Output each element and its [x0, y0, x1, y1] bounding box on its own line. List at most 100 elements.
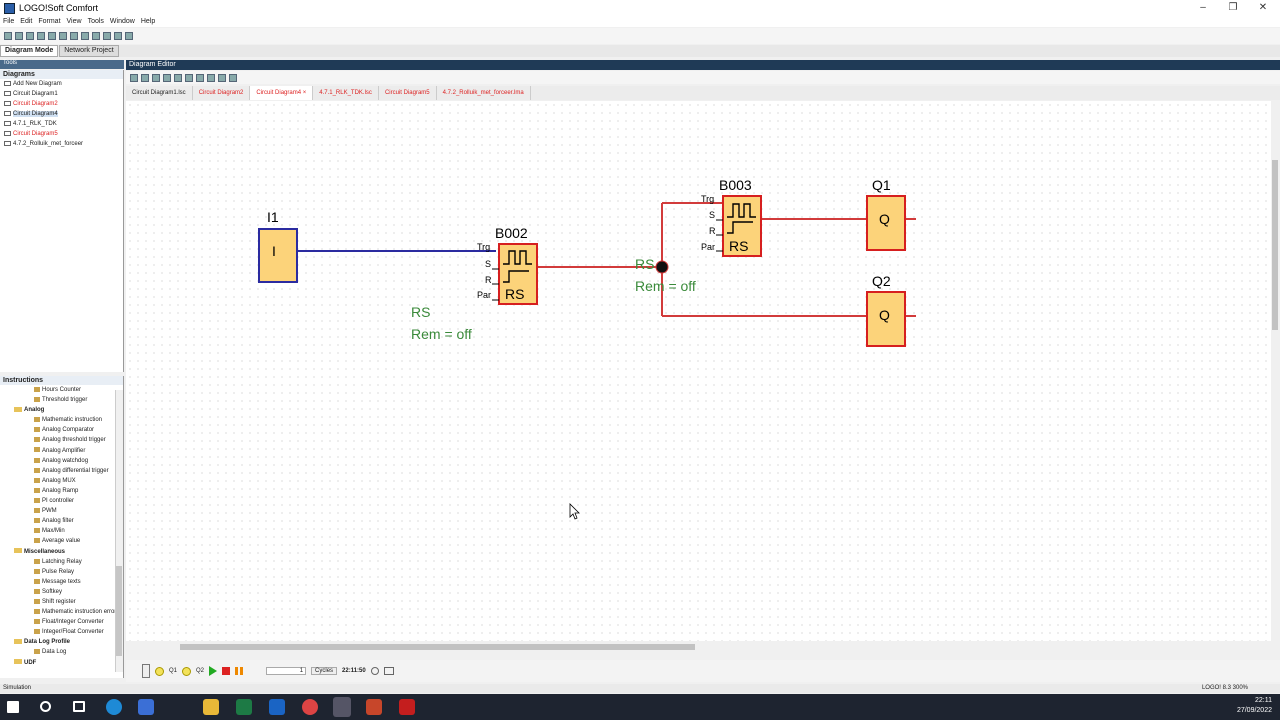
tab-network-project[interactable]: Network Project — [59, 45, 119, 57]
vertical-scrollbar[interactable] — [1271, 101, 1280, 641]
comment1-line1[interactable]: RS — [411, 304, 430, 320]
instruction-item[interactable]: Analog Comparator — [0, 425, 123, 435]
online-test-icon[interactable] — [229, 73, 237, 82]
instruction-item[interactable]: Threshold trigger — [0, 395, 123, 405]
editor-tab[interactable]: Circuit Diagram2 — [193, 86, 251, 100]
close-button[interactable]: ✕ — [1258, 2, 1268, 13]
menu-help[interactable]: Help — [140, 18, 156, 25]
editor-tab[interactable]: Circuit Diagram4 × — [250, 86, 314, 100]
q1-block[interactable] — [866, 195, 906, 251]
instruction-folder[interactable]: Miscellaneous — [0, 547, 123, 557]
diagram-canvas[interactable]: I1 I B002 RS Trg S R Par B003 RS Trg S R… — [126, 101, 1271, 641]
powerpoint-icon[interactable] — [366, 699, 382, 715]
vertical-scroll-thumb[interactable] — [1272, 160, 1278, 330]
diagram-item[interactable]: Circuit Diagram5 — [0, 129, 123, 139]
instructions-title[interactable]: Instructions — [0, 376, 123, 385]
instruction-item[interactable]: Shift register — [0, 597, 123, 607]
instruction-item[interactable]: Analog watchdog — [0, 456, 123, 466]
network-icon[interactable] — [383, 667, 394, 675]
acrobat-icon[interactable] — [399, 699, 415, 715]
tab-diagram-mode[interactable]: Diagram Mode — [0, 45, 59, 57]
instruction-item[interactable]: Pulse Relay — [0, 567, 123, 577]
open-icon[interactable] — [15, 32, 23, 40]
help-icon[interactable] — [125, 32, 133, 40]
menu-window[interactable]: Window — [109, 18, 135, 25]
comment2-line1[interactable]: RS — [635, 256, 654, 272]
q1-lamp-icon[interactable] — [155, 666, 164, 676]
menu-tools[interactable]: Tools — [87, 18, 104, 25]
i1-block[interactable] — [258, 228, 298, 283]
instructions-scroll-thumb[interactable] — [116, 566, 122, 656]
instruction-item[interactable]: Average value — [0, 536, 123, 546]
junction-dot[interactable] — [655, 260, 669, 274]
horizontal-scrollbar[interactable] — [126, 643, 1280, 651]
diagram-item[interactable]: Add New Diagram — [0, 79, 123, 89]
instruction-item[interactable]: Analog Amplifier — [0, 446, 123, 456]
menu-format[interactable]: Format — [38, 18, 61, 25]
search-icon[interactable] — [40, 701, 51, 712]
instruction-item[interactable]: Float/Integer Converter — [0, 617, 123, 627]
instruction-item[interactable]: Mathematic instruction — [0, 415, 123, 425]
paste-icon[interactable] — [70, 32, 78, 40]
instruction-folder[interactable]: UDF — [0, 658, 123, 665]
instruction-item[interactable]: Hours Counter — [0, 385, 123, 395]
instruction-item[interactable]: Analog filter — [0, 516, 123, 526]
redo-icon[interactable] — [92, 32, 100, 40]
diagram-item[interactable]: 4.7.1_RLK_TDK — [0, 119, 123, 129]
outlook-icon[interactable] — [269, 699, 285, 715]
instruction-item[interactable]: Message texts — [0, 577, 123, 587]
stop-icon[interactable] — [222, 667, 231, 675]
zoom-in-icon[interactable] — [196, 73, 204, 82]
select-icon[interactable] — [130, 73, 138, 82]
constants-icon[interactable] — [152, 73, 160, 82]
pause-icon[interactable] — [235, 667, 244, 675]
explorer-icon[interactable] — [203, 699, 219, 715]
logo-soft-icon[interactable] — [333, 697, 351, 717]
pc-to-logo-icon[interactable] — [103, 32, 111, 40]
instruction-folder[interactable]: Data Log Profile — [0, 637, 123, 647]
undo-icon[interactable] — [81, 32, 89, 40]
store-icon[interactable] — [138, 699, 154, 715]
maximize-button[interactable]: ❐ — [1228, 2, 1238, 13]
cut-icon[interactable] — [48, 32, 56, 40]
menu-file[interactable]: File — [3, 18, 15, 25]
print-icon[interactable] — [37, 32, 45, 40]
clock-icon[interactable] — [370, 667, 379, 675]
input-icon[interactable] — [142, 664, 150, 678]
cycles-input[interactable]: 1 — [266, 667, 307, 675]
chrome-icon[interactable] — [302, 699, 318, 715]
menu-edit[interactable]: Edit — [20, 18, 33, 25]
instruction-item[interactable]: Max/Min — [0, 526, 123, 536]
instruction-item[interactable]: Softkey — [0, 587, 123, 597]
instruction-item[interactable]: Analog threshold trigger — [0, 435, 123, 445]
instruction-folder[interactable]: Analog — [0, 405, 123, 415]
diagram-item[interactable]: Circuit Diagram1 — [0, 89, 123, 99]
instruction-item[interactable]: Analog MUX — [0, 476, 123, 486]
editor-tab[interactable]: Circuit Diagram5 — [379, 86, 437, 100]
windows-start-icon[interactable] — [7, 701, 19, 713]
b002-block[interactable] — [498, 243, 538, 305]
edge-icon[interactable] — [106, 699, 122, 715]
comment2-line2[interactable]: Rem = off — [635, 278, 696, 294]
diagrams-title[interactable]: Diagrams — [0, 70, 123, 79]
b003-block[interactable] — [722, 195, 762, 257]
logo-to-pc-icon[interactable] — [114, 32, 122, 40]
instruction-item[interactable]: Data Log — [0, 647, 123, 657]
q2-lamp-icon[interactable] — [182, 666, 192, 676]
horizontal-scroll-thumb[interactable] — [180, 644, 695, 650]
editor-tab[interactable]: Circuit Diagram1.lsc — [126, 86, 193, 100]
editor-tab[interactable]: 4.7.2_Rolluik_met_forceer.lma — [437, 86, 531, 100]
instruction-item[interactable]: Mathematic instruction error — [0, 607, 123, 617]
instruction-item[interactable]: PI controller — [0, 496, 123, 506]
diagram-item[interactable]: 4.7.2_Rolluik_met_forceer — [0, 139, 123, 149]
copy-icon[interactable] — [59, 32, 67, 40]
task-view-icon[interactable] — [73, 701, 85, 712]
editor-tab[interactable]: 4.7.1_RLK_TDK.lsc — [313, 86, 379, 100]
simulation-icon[interactable] — [218, 73, 226, 82]
align-icon[interactable] — [174, 73, 182, 82]
align-vertical-icon[interactable] — [185, 73, 193, 82]
save-icon[interactable] — [26, 32, 34, 40]
instruction-item[interactable]: Analog differential trigger — [0, 466, 123, 476]
zoom-out-icon[interactable] — [207, 73, 215, 82]
instruction-item[interactable]: Latching Relay — [0, 557, 123, 567]
